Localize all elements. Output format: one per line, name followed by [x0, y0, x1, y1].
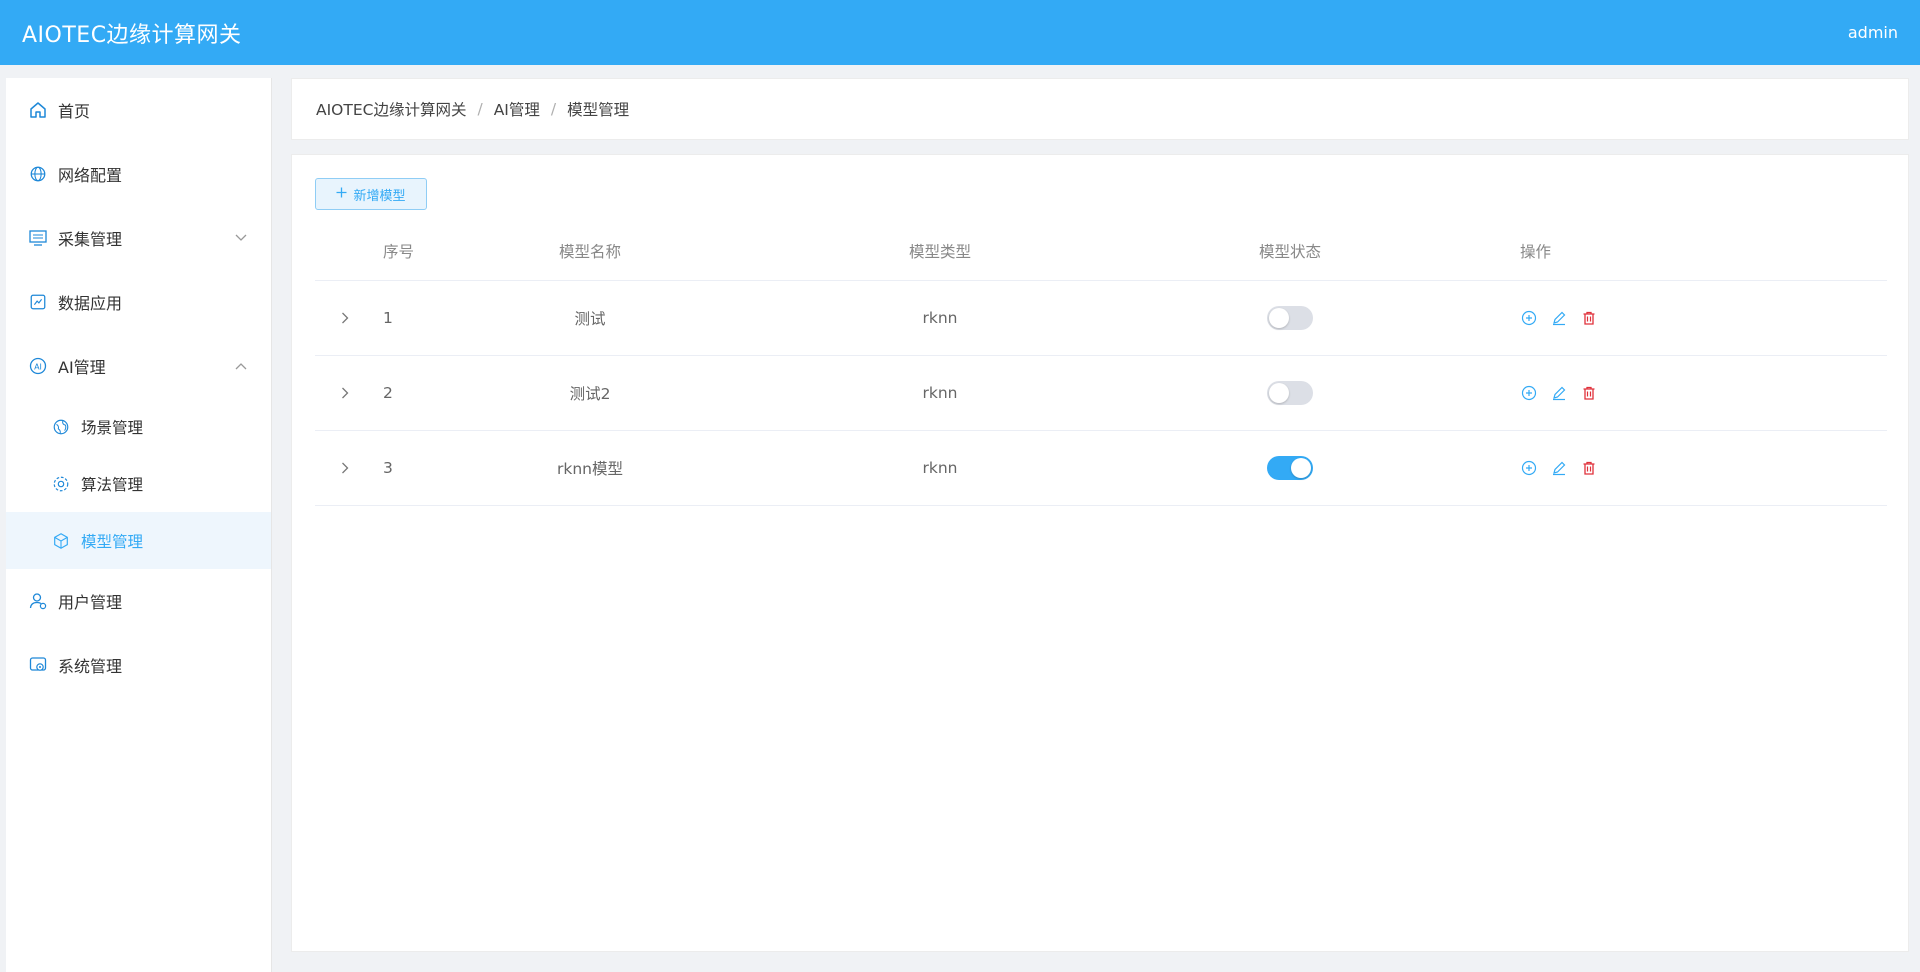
row-model-type: rknn	[922, 309, 958, 327]
add-circle-icon[interactable]	[1520, 459, 1538, 477]
row-index: 2	[383, 384, 393, 402]
row-actions	[1415, 459, 1615, 477]
row-actions	[1415, 384, 1615, 402]
breadcrumb: AIOTEC边缘计算网关 / AI管理 / 模型管理	[291, 78, 1909, 140]
col-header-index: 序号	[383, 242, 415, 261]
col-header-name: 模型名称	[558, 242, 621, 261]
delete-icon[interactable]	[1580, 309, 1598, 327]
col-header-type: 模型类型	[908, 242, 971, 261]
collect-icon	[28, 228, 48, 248]
sidebar-item-user[interactable]: 用户管理	[6, 569, 271, 633]
sidebar-subitem-model[interactable]: 模型管理	[6, 512, 271, 569]
status-toggle[interactable]	[1267, 306, 1313, 330]
row-index: 3	[383, 459, 393, 477]
sidebar-item-label: AI管理	[58, 358, 106, 377]
edit-icon[interactable]	[1550, 459, 1568, 477]
toggle-knob	[1291, 458, 1311, 478]
plus-icon	[336, 187, 347, 202]
sidebar-subitem-label: 模型管理	[81, 532, 144, 551]
app-title: AIOTEC边缘计算网关	[22, 22, 242, 48]
add-circle-icon[interactable]	[1520, 309, 1538, 327]
sidebar: 首页 网络配置 采集管理 数据应用 AI AI管理 场景管理	[6, 78, 272, 972]
model-icon	[51, 531, 71, 551]
row-actions	[1415, 309, 1615, 327]
edit-icon[interactable]	[1550, 309, 1568, 327]
ai-icon: AI	[28, 356, 48, 376]
row-index: 1	[383, 309, 393, 327]
globe-icon	[28, 164, 48, 184]
sidebar-item-label: 用户管理	[58, 593, 123, 612]
sidebar-item-ai[interactable]: AI AI管理	[6, 334, 271, 398]
algorithm-icon	[51, 474, 71, 494]
status-toggle[interactable]	[1267, 456, 1313, 480]
delete-icon[interactable]	[1580, 384, 1598, 402]
sidebar-item-home[interactable]: 首页	[6, 78, 271, 142]
data-app-icon	[28, 292, 48, 312]
expand-row-icon[interactable]	[315, 462, 375, 474]
breadcrumb-item[interactable]: AIOTEC边缘计算网关	[316, 101, 467, 119]
sidebar-item-collect[interactable]: 采集管理	[6, 206, 271, 270]
sidebar-item-label: 数据应用	[58, 294, 123, 313]
toggle-knob	[1269, 308, 1289, 328]
user-name[interactable]: admin	[1847, 23, 1898, 42]
sidebar-item-label: 采集管理	[58, 230, 123, 249]
sidebar-subitem-label: 算法管理	[81, 475, 144, 494]
scene-icon	[51, 417, 71, 437]
add-circle-icon[interactable]	[1520, 384, 1538, 402]
chevron-down-icon	[235, 231, 247, 245]
delete-icon[interactable]	[1580, 459, 1598, 477]
sidebar-item-label: 系统管理	[58, 657, 123, 676]
sidebar-item-data-app[interactable]: 数据应用	[6, 270, 271, 334]
edit-icon[interactable]	[1550, 384, 1568, 402]
row-model-type: rknn	[922, 459, 958, 477]
sidebar-item-label: 首页	[58, 102, 91, 121]
breadcrumb-separator: /	[550, 100, 557, 118]
breadcrumb-separator: /	[477, 100, 483, 118]
sidebar-item-label: 网络配置	[58, 166, 123, 185]
col-header-actions: 操作	[1520, 242, 1552, 261]
svg-text:AI: AI	[34, 363, 42, 372]
status-toggle[interactable]	[1267, 381, 1313, 405]
sidebar-item-network[interactable]: 网络配置	[6, 142, 271, 206]
row-model-name: rknn模型	[557, 460, 623, 478]
table-row: 2 测试2 rknn	[315, 356, 1887, 431]
col-header-status: 模型状态	[1258, 242, 1321, 261]
table-header: 序号 模型名称 模型类型 模型状态 操作	[315, 221, 1887, 281]
row-model-type: rknn	[922, 384, 958, 402]
chevron-up-icon	[235, 359, 247, 373]
table-row: 3 rknn模型 rknn	[315, 431, 1887, 506]
home-icon	[28, 100, 48, 120]
breadcrumb-item-current: 模型管理	[567, 101, 630, 119]
row-model-name: 测试	[574, 310, 606, 328]
add-model-button[interactable]: 新增模型	[315, 178, 427, 210]
model-table: 序号 模型名称 模型类型 模型状态 操作 1 测试 rknn	[315, 221, 1887, 506]
expand-row-icon[interactable]	[315, 312, 375, 324]
sidebar-item-system[interactable]: 系统管理	[6, 633, 271, 697]
system-icon	[28, 655, 48, 675]
sidebar-subitem-algorithm[interactable]: 算法管理	[6, 455, 271, 512]
top-header: AIOTEC边缘计算网关 admin	[0, 0, 1920, 65]
main-content: 新增模型 序号 模型名称 模型类型 模型状态 操作 1 测试 rknn	[291, 154, 1909, 952]
user-icon	[28, 591, 48, 611]
toggle-knob	[1269, 383, 1289, 403]
breadcrumb-item[interactable]: AI管理	[493, 101, 540, 119]
row-model-name: 测试2	[569, 385, 611, 403]
sidebar-subitem-label: 场景管理	[81, 418, 144, 437]
expand-row-icon[interactable]	[315, 387, 375, 399]
sidebar-subitem-scene[interactable]: 场景管理	[6, 398, 271, 455]
add-model-label: 新增模型	[353, 188, 406, 204]
table-row: 1 测试 rknn	[315, 281, 1887, 356]
